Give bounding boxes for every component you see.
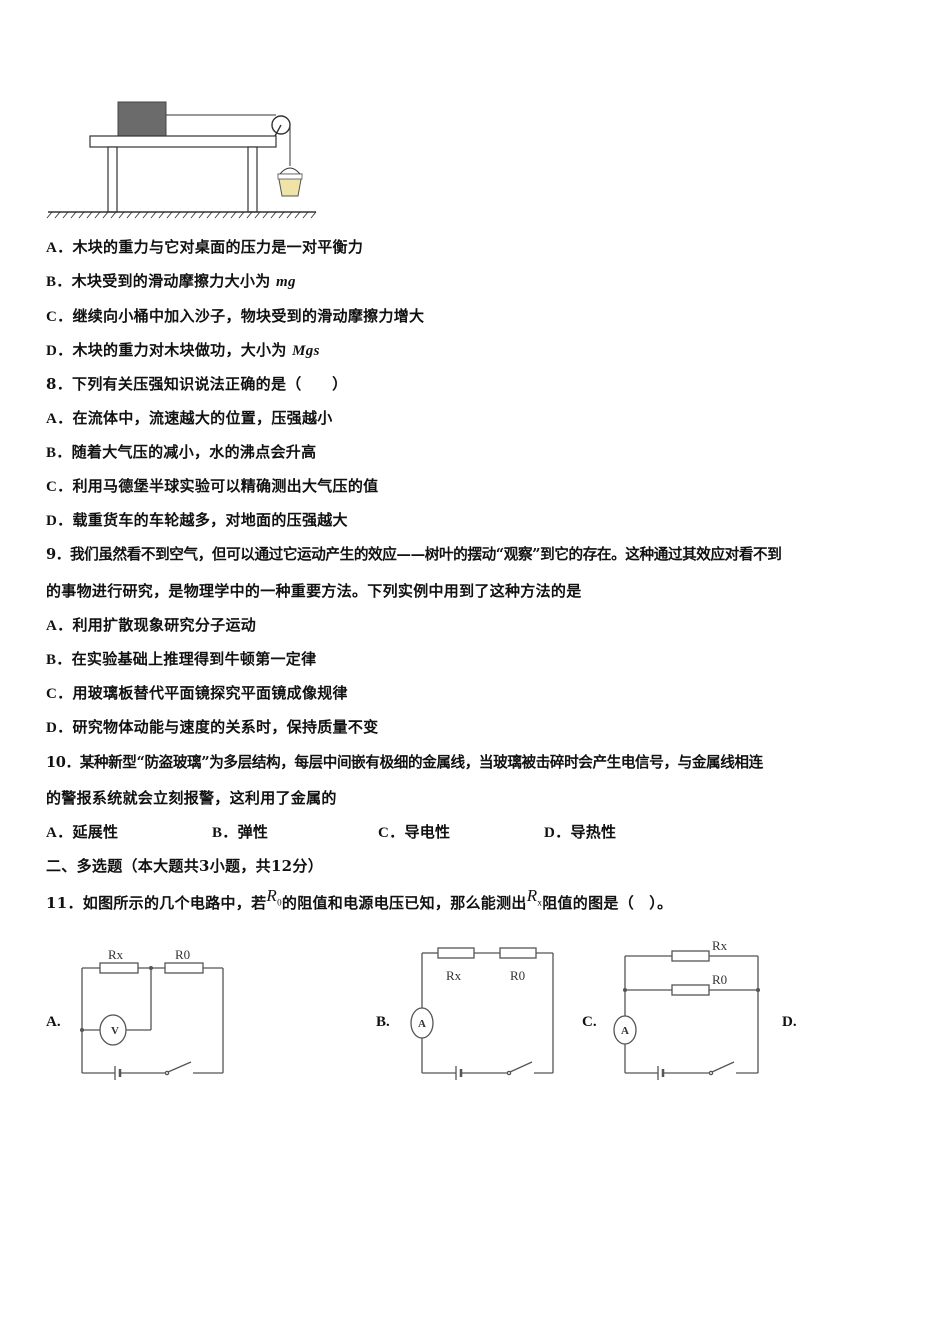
q10-stem-line2: 的警报系统就会立刻报警，这利用了金属的 [46, 789, 337, 807]
option-text: 载重货车的车轮越多，对地面的压强越大 [72, 511, 348, 529]
circuit-b-label: B. [376, 1014, 390, 1030]
option-label: B． [46, 652, 72, 668]
option-math: mg [276, 274, 296, 290]
svg-text:Rx: Rx [446, 968, 462, 983]
option-label: B． [46, 445, 72, 461]
q7-option-d: D．木块的重力对木块做功，大小为 Mgs [46, 339, 320, 360]
q8-option-c: C．利用马德堡半球实验可以精确测出大气压的值 [46, 475, 378, 496]
q8-option-d: D．载重货车的车轮越多，对地面的压强越大 [46, 509, 348, 530]
circuit-b-diagram: A Rx R0 [410, 947, 554, 1080]
block-pulley-figure [46, 101, 317, 219]
q11-stem: 11．如图所示的几个电路中，若R0的阻值和电源电压已知，那么能测出Rx阻值的图是… [46, 886, 673, 912]
option-text: 在流体中，流速越大的位置，压强越小 [72, 409, 333, 427]
option-label: D． [46, 343, 73, 359]
q10-option-b: B．弹性 [212, 823, 269, 841]
circuit-d-label: D. [782, 1014, 797, 1030]
option-text: 木块的重力对木块做功，大小为 [72, 341, 293, 359]
option-text: 利用马德堡半球实验可以精确测出大气压的值 [72, 477, 379, 495]
option-math: Mgs [292, 343, 320, 359]
option-text: 在实验基础上推理得到牛顿第一定律 [71, 650, 317, 668]
option-label: C． [46, 309, 73, 325]
q9-option-c: C．用玻璃板替代平面镜探究平面镜成像规律 [46, 682, 348, 703]
svg-text:A: A [621, 1025, 629, 1037]
option-text: 用玻璃板替代平面镜探究平面镜成像规律 [72, 684, 348, 702]
q10-options-row: A．延展性 B．弹性 C．导电性 D．导热性 [46, 821, 710, 842]
q9-option-a: A．利用扩散现象研究分子运动 [46, 614, 256, 635]
svg-text:Rx: Rx [712, 938, 728, 953]
svg-text:A: A [418, 1018, 426, 1030]
option-text: 木块受到的滑动摩擦力大小为 [71, 272, 277, 290]
option-label: C． [46, 686, 73, 702]
option-label: A． [46, 411, 73, 427]
rx-symbol: Rx [526, 886, 543, 908]
svg-text:R0: R0 [510, 968, 525, 983]
option-label: A． [46, 618, 73, 634]
section-heading: 二、多选题（本大题共3小题，共12分） [46, 857, 324, 875]
circuit-a-label: A. [46, 1014, 61, 1030]
option-text: 继续向小桶中加入沙子，物块受到的滑动摩擦力增大 [72, 307, 425, 325]
option-text: 研究物体动能与速度的关系时，保持质量不变 [72, 718, 379, 736]
q10-option-c: C．导电性 [378, 823, 451, 841]
q8-option-b: B．随着大气压的减小，水的沸点会升高 [46, 441, 316, 462]
q8-option-a: A．在流体中，流速越大的位置，压强越小 [46, 407, 333, 428]
q8-stem: 8．下列有关压强知识说法正确的是（ ） [46, 375, 348, 393]
svg-text:Rx: Rx [108, 947, 124, 962]
q9-option-d: D．研究物体动能与速度的关系时，保持质量不变 [46, 716, 378, 737]
q9-option-b: B．在实验基础上推理得到牛顿第一定律 [46, 648, 316, 669]
svg-text:V: V [111, 1025, 119, 1037]
q10-option-d: D．导热性 [544, 823, 617, 841]
option-text: 随着大气压的减小，水的沸点会升高 [71, 443, 317, 461]
q9-stem-line2: 的事物进行研究，是物理学中的一种重要方法。下列实例中用到了这种方法的是 [46, 582, 582, 600]
r0-symbol: R0 [266, 886, 282, 908]
q7-option-c: C．继续向小桶中加入沙子，物块受到的滑动摩擦力增大 [46, 305, 424, 326]
circuit-c-label: C. [582, 1014, 597, 1030]
svg-text:R0: R0 [712, 972, 727, 987]
option-label: D． [46, 720, 73, 736]
option-text: 利用扩散现象研究分子运动 [72, 616, 257, 634]
circuit-a-diagram: V Rx R0 [80, 947, 224, 1080]
option-label: B． [46, 274, 72, 290]
q9-stem-line1: 9．我们虽然看不到空气，但可以通过它运动产生的效应——树叶的摆动“观察”到它的存… [46, 546, 782, 563]
q10-option-a: A．延展性 [46, 823, 119, 841]
circuit-c-diagram: A Rx R0 [613, 938, 760, 1080]
q10-stem-line1: 10．某种新型“防盗玻璃”为多层结构，每层中间嵌有极细的金属线，当玻璃被击碎时会… [46, 754, 763, 771]
option-label: A． [46, 240, 73, 256]
q7-option-b: B．木块受到的滑动摩擦力大小为 mg [46, 270, 296, 291]
option-text: 木块的重力与它对桌面的压力是一对平衡力 [72, 238, 364, 256]
svg-text:R0: R0 [175, 947, 190, 962]
q7-option-a: A．木块的重力与它对桌面的压力是一对平衡力 [46, 236, 363, 257]
option-label: D． [46, 513, 73, 529]
option-label: C． [46, 479, 73, 495]
